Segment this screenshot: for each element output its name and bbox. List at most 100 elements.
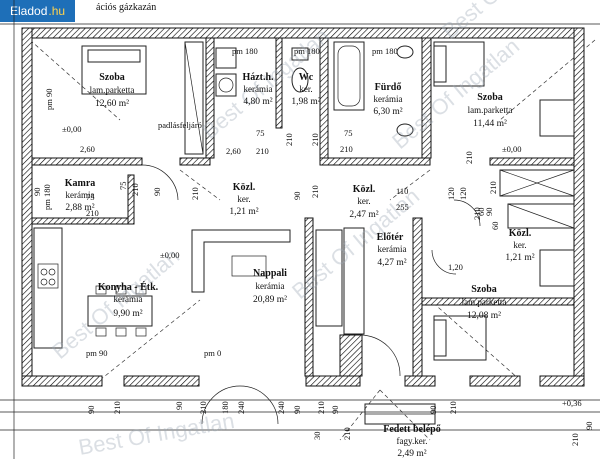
room-name: Házt.h. xyxy=(242,72,274,83)
level-marker: ±0,00 xyxy=(160,250,180,260)
room-material: ker. xyxy=(357,196,370,206)
dim-label: 210 xyxy=(256,146,269,156)
room-material: ker. xyxy=(237,194,250,204)
level-marker: ±0,00 xyxy=(502,144,522,154)
fixtures xyxy=(33,41,575,425)
room-name: Közl. xyxy=(509,228,532,239)
room-area: 1,21 m² xyxy=(229,207,258,217)
dim-label: 75 xyxy=(344,128,353,138)
dim-label: 210 xyxy=(130,183,140,196)
dim-label: 90 xyxy=(174,402,184,411)
watermark: Best Of Ingatlan xyxy=(77,408,237,459)
room-area: 11,44 m² xyxy=(473,119,507,129)
dim-label: 90 xyxy=(484,208,494,217)
room-name: Kamra xyxy=(65,178,96,189)
dim-label: 90 xyxy=(292,192,302,201)
room-area: 4,80 m² xyxy=(243,97,272,107)
dim-label: 210 xyxy=(472,207,482,220)
dim-label: 120 xyxy=(458,187,468,200)
room-area: 4,27 m² xyxy=(377,258,406,268)
dim-label: 210 xyxy=(316,401,326,414)
dim-label: 90 xyxy=(428,406,438,415)
room-labels: Szoba lam.parketta 12,60 m² Házt.h. kerá… xyxy=(65,72,535,459)
level-marker: ±0,00 xyxy=(62,124,82,134)
badge-brand: Eladod xyxy=(10,4,48,18)
room-area: 1,98 m² xyxy=(291,97,320,107)
dim-label: 210 xyxy=(310,133,320,146)
inner-walls xyxy=(31,37,575,377)
dim-label: 210 xyxy=(284,133,294,146)
dim-label: 210 xyxy=(310,185,320,198)
room-name: Közl. xyxy=(233,182,256,193)
room-name: Fedett belépő xyxy=(383,424,441,435)
dim-label: 255 xyxy=(396,202,409,212)
dim-label: pm 90 xyxy=(86,348,108,358)
dim-label: 210 xyxy=(112,401,122,414)
dim-label: 90 xyxy=(330,406,340,415)
room-name: Közl. xyxy=(353,184,376,195)
dim-label: 90 xyxy=(32,188,42,197)
room-material: kerámia xyxy=(374,94,403,104)
dim-label: 210 xyxy=(448,401,458,414)
dim-label: 90 xyxy=(584,422,594,431)
room-area: 6,30 m² xyxy=(373,107,402,117)
dim-label: 210 xyxy=(570,433,580,446)
header-note: ációs gázkazán xyxy=(96,2,157,13)
room-material: ker. xyxy=(299,84,312,94)
dim-label: pm 180 xyxy=(294,46,320,56)
misc-labels: padlásfeljáró ±0,00 ±0,00 ±0,00 +0,36 xyxy=(62,120,582,408)
dim-label: 75 xyxy=(256,128,265,138)
room-material: kerámia xyxy=(114,294,143,304)
dim-label: 110 xyxy=(396,186,408,196)
dim-label: pm 180 xyxy=(372,46,398,56)
room-area: 12,08 m² xyxy=(467,311,501,321)
room-material: lam.parketta xyxy=(462,297,507,307)
room-name: Nappali xyxy=(253,268,287,279)
room-name: Szoba xyxy=(477,92,503,103)
room-material: kerámia xyxy=(244,84,273,94)
room-area: 2,49 m² xyxy=(397,449,426,459)
dim-label: pm 0 xyxy=(204,348,221,358)
room-material: lam.parketta xyxy=(468,105,513,115)
room-name: Konyha - Étk. xyxy=(98,281,159,293)
dim-label: 210 xyxy=(464,151,474,164)
room-name: Szoba xyxy=(471,284,497,295)
room-area: 20,89 m² xyxy=(253,295,287,305)
dim-label: pm 180 xyxy=(42,184,52,210)
room-area: 9,90 m² xyxy=(113,309,142,319)
dim-label: 60 xyxy=(476,208,486,217)
room-material: lam.parketta xyxy=(90,85,135,95)
site-badge[interactable]: Eladod.hu xyxy=(0,0,76,22)
dim-label: 90 xyxy=(152,188,162,197)
dim-label: pm 90 xyxy=(44,89,54,111)
dim-label: 180 xyxy=(220,401,230,414)
dim-label: 2,60 xyxy=(226,146,241,156)
dim-label: 210 xyxy=(198,401,208,414)
dim-label: 75 xyxy=(118,182,128,191)
attic-access-label: padlásfeljáró xyxy=(158,120,202,130)
dim-label: 210 xyxy=(190,187,200,200)
room-material: kerámia xyxy=(66,190,95,200)
room-material: kerámia xyxy=(256,281,285,291)
dimension-labels: pm 180 pm 180 pm 180 pm 90 2,60 2,60 210… xyxy=(32,46,594,446)
room-name: Előtér xyxy=(377,232,404,243)
level-marker: +0,36 xyxy=(562,398,582,408)
dim-label: 120 xyxy=(446,187,456,200)
dim-label: 30 xyxy=(312,432,322,441)
dim-label: 75 xyxy=(86,192,95,202)
room-material: kerámia xyxy=(378,244,407,254)
room-area: 2,88 m² xyxy=(65,203,94,213)
dim-label: 240 xyxy=(236,401,246,414)
dim-label: 90 xyxy=(292,406,302,415)
badge-tld: .hu xyxy=(48,4,66,18)
room-name: Fürdő xyxy=(375,82,402,93)
room-name: Szoba xyxy=(99,72,125,83)
outer-walls xyxy=(21,27,585,387)
dim-label: 210 xyxy=(340,144,353,154)
room-material: fagy.ker. xyxy=(397,436,428,446)
dim-label: 1,20 xyxy=(448,262,463,272)
room-area: 12,60 m² xyxy=(95,99,129,109)
dim-label: 210 xyxy=(342,427,352,440)
